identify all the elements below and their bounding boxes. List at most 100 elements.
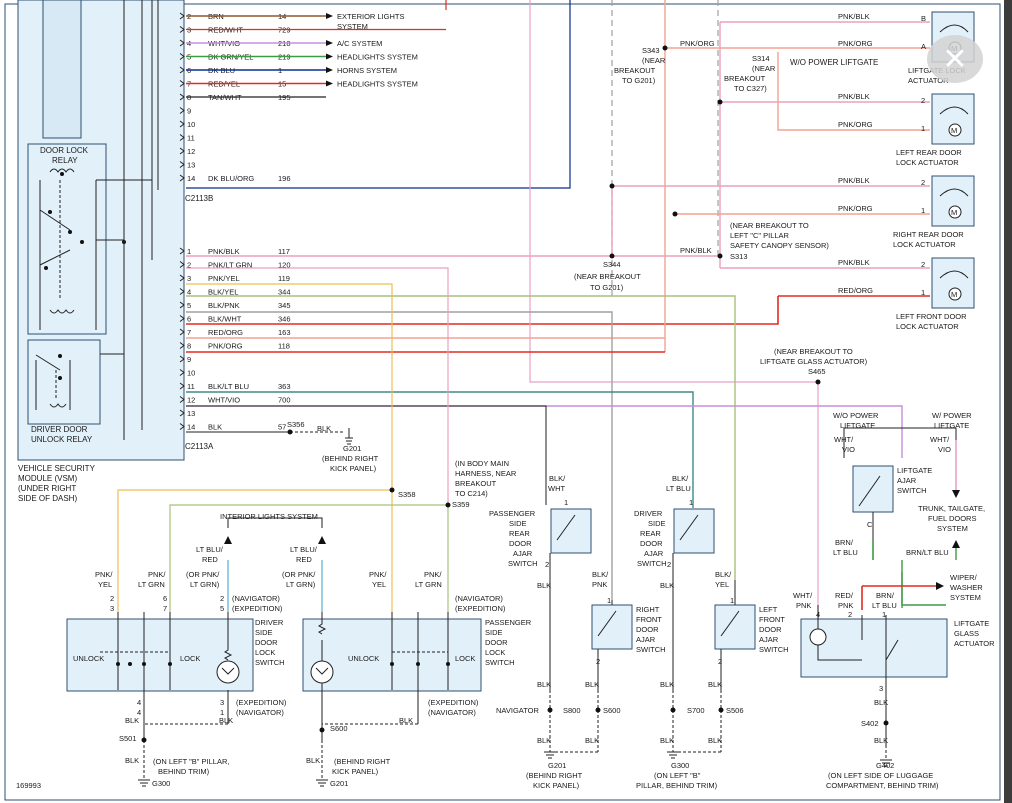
conn-b-pin-14: 14 <box>187 174 195 183</box>
ajar1-label-2: SIDE <box>509 519 527 528</box>
svg-text:1: 1 <box>882 610 886 619</box>
wires-pnk-blk-vert <box>611 22 721 268</box>
svg-text:2: 2 <box>596 657 600 666</box>
ajar1-label-6: SWITCH <box>508 559 538 568</box>
svg-text:BLK: BLK <box>585 736 599 745</box>
conn-a-circuit-3: 119 <box>278 274 290 283</box>
passenger-switch-unlock: UNLOCK <box>348 654 379 663</box>
wire-dk-blu-org <box>186 0 571 189</box>
passenger-switch-label-1: PASSENGER <box>485 618 532 627</box>
vsm-module: VEHICLE SECURITY MODULE (VSM) (UNDER RIG… <box>17 0 185 503</box>
conn-a-pin-8: 8 <box>187 342 191 351</box>
s344-line1: S344 <box>603 260 621 269</box>
ajar4-label-5: SWITCH <box>759 645 789 654</box>
wire-label-act2-top: PNK/BLK <box>838 92 870 101</box>
conn-b-dest-2-1: SYSTEM <box>337 22 368 31</box>
conn-a-circuit-5: 345 <box>278 301 291 310</box>
ajar2-label-1: DRIVER <box>634 509 663 518</box>
diagram-id: 169993 <box>16 781 41 790</box>
driver-wire-pnk-ltgrn-2: LT GRN <box>138 580 165 589</box>
ajar4-label-3: DOOR <box>759 625 782 634</box>
conn-a-pin-13: 13 <box>187 409 195 418</box>
ajar3-label-3: DOOR <box>636 625 659 634</box>
g201-kick-1: G201 <box>548 761 566 770</box>
conn-a-circuit-1: 117 <box>278 247 290 256</box>
s359-label: S359 <box>452 500 470 509</box>
svg-text:BLK: BLK <box>874 698 888 707</box>
conn-a-circuit-4: 344 <box>278 288 291 297</box>
pass-pins-note-1: (NAVIGATOR) <box>455 594 503 603</box>
driver-switch-unlock: UNLOCK <box>73 654 104 663</box>
driver-pin-f: 5 <box>220 604 224 613</box>
svg-text:BLK: BLK <box>219 716 233 725</box>
interior-lights-arrows <box>224 536 326 544</box>
driver-pins-note-1: (NAVIGATOR) <box>232 594 280 603</box>
driver-switch-label-5: SWITCH <box>255 658 285 667</box>
conn-a-color-5: BLK/PNK <box>208 301 240 310</box>
g300-note-2: BEHIND TRIM) <box>158 767 210 776</box>
ground-s700: S700 <box>687 706 705 715</box>
svg-text:BLK: BLK <box>660 736 674 745</box>
g201-kick-2: (BEHIND RIGHT <box>526 771 583 780</box>
actuator-label-3-0: LEFT FRONT DOOR <box>896 312 967 321</box>
ajar4-label-1: LEFT <box>759 605 778 614</box>
conn-a-pin-14: 14 <box>187 423 195 432</box>
actuator-label-3-1: LOCK ACTUATOR <box>896 322 959 331</box>
g402-2: (ON LEFT SIDE OF LUGGAGE <box>828 771 933 780</box>
liftgate-wo-power-1: W/O POWER <box>833 411 879 420</box>
actuator-pin-bot-1: 1 <box>921 124 925 133</box>
conn-a-circuit-7: 163 <box>278 328 291 337</box>
close-icon[interactable]: ✕ <box>927 35 983 83</box>
conn-b-pin-10: 10 <box>187 120 195 129</box>
conn-b-dest-6-0: HORNS SYSTEM <box>337 66 397 75</box>
svg-text:BLK: BLK <box>125 756 139 765</box>
ajar2-label-2: SIDE <box>648 519 666 528</box>
conn-a-pin-1: 1 <box>187 247 191 256</box>
ajar3-label-1: RIGHT <box>636 605 660 614</box>
driver-wire-ltblu-2: RED <box>202 555 218 564</box>
conn-a-pin-2: 2 <box>187 261 191 270</box>
conn-b-pin-13: 13 <box>187 161 195 170</box>
ajar2-label-4: DOOR <box>640 539 663 548</box>
driver-wire-pnk-yel-2: YEL <box>98 580 112 589</box>
wire-label-act1-bot: PNK/ORG <box>838 39 873 48</box>
connector-a-name: C2113A <box>185 442 214 451</box>
actuator-motor-2: M <box>951 208 957 217</box>
svg-text:BLK: BLK <box>708 680 722 689</box>
svg-text:C: C <box>867 520 873 529</box>
vsm-label-4: SIDE OF DASH) <box>18 494 77 503</box>
driver-switch-label-3: DOOR <box>255 638 278 647</box>
s465-label: S465 <box>808 367 826 376</box>
door-lock-relay-label-2: RELAY <box>52 156 78 165</box>
liftgate-glass-3: ACTUATOR <box>954 639 995 648</box>
driver-wire-pnk-yel-1: PNK/ <box>95 570 113 579</box>
s358-note-2: HARNESS, NEAR <box>455 469 517 478</box>
actuator-motor-3: M <box>951 290 957 299</box>
pass-wire-ltblu-1: LT BLU/ <box>290 545 318 554</box>
conn-a-color-8: PNK/ORG <box>208 342 243 351</box>
connector-b-name: C2113B <box>185 194 213 203</box>
wire-label-pnk-org-s343: PNK/ORG <box>680 39 715 48</box>
vsm-label-1: VEHICLE SECURITY <box>18 464 96 473</box>
driver-pin-c: 6 <box>163 594 167 603</box>
conn-a-color-2: PNK/LT GRN <box>208 261 252 270</box>
liftgate-wht-2: VIO <box>842 445 855 454</box>
liftgate-w-power-1: W/ POWER <box>932 411 972 420</box>
conn-a-circuit-2: 120 <box>278 261 291 270</box>
svg-text:BLK: BLK <box>537 680 551 689</box>
ajar1-label-1: PASSENGER <box>489 509 536 518</box>
driver-pin-a: 2 <box>110 594 114 603</box>
actuator-label-2-0: RIGHT REAR DOOR <box>893 230 964 239</box>
liftgate-ajar-2: AJAR <box>897 476 917 485</box>
liftgate-section <box>800 427 960 690</box>
svg-text:1: 1 <box>607 596 611 605</box>
s358-note-1: (IN BODY MAIN <box>455 459 509 468</box>
svg-text:BLK: BLK <box>660 581 674 590</box>
ajar4-label-2: FRONT <box>759 615 785 624</box>
actuator-pin-top-2: 2 <box>921 178 925 187</box>
conn-b-dest-2-0: EXTERIOR LIGHTS <box>337 12 405 21</box>
conn-a-pin-3: 3 <box>187 274 191 283</box>
ground-g201-top <box>345 428 353 445</box>
pass-wire-pnk-ltgrn-2: LT GRN <box>415 580 442 589</box>
